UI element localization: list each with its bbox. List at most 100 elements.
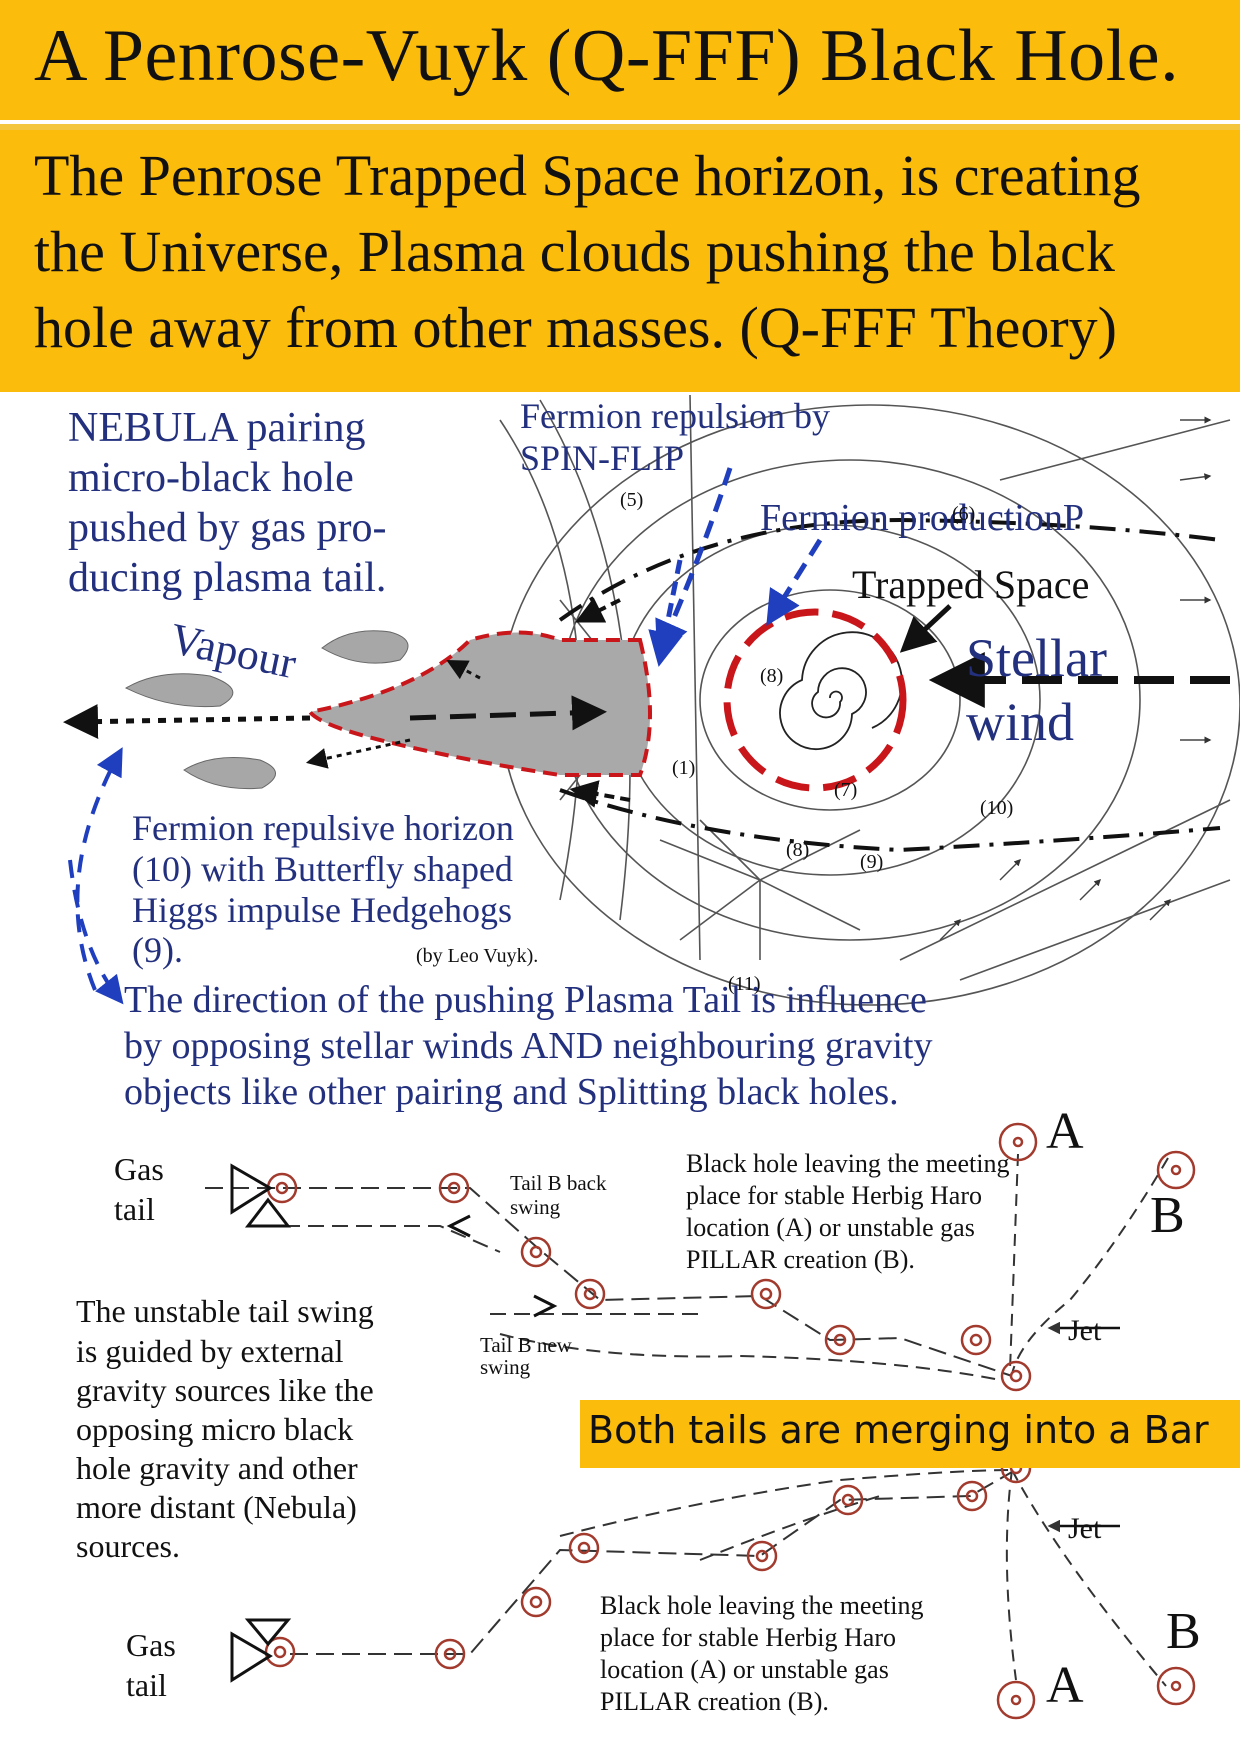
- gas-tail-bottom-line-2: tail: [126, 1667, 167, 1703]
- lower-inflow-arrow: [569, 780, 631, 808]
- black-hole-diagram: NEBULA pairing micro-black hole pushed b…: [63, 394, 1240, 1720]
- unstable-swing-text: The unstable tail swing is guided by ext…: [76, 1293, 374, 1564]
- nebula-line-1: NEBULA pairing: [68, 405, 365, 451]
- tail-b-back-line-1: Tail B back: [510, 1171, 607, 1195]
- direction-line-2: by opposing stellar winds AND neighbouri…: [124, 1025, 932, 1067]
- gas-clouds: [124, 630, 409, 790]
- fermion-production-arrow: [766, 538, 823, 626]
- unstable-line-1: The unstable tail swing: [76, 1293, 374, 1329]
- marker-6: (6): [952, 503, 975, 525]
- leaving-top-text: Black hole leaving the meeting place for…: [686, 1149, 1009, 1274]
- title-banner: A Penrose-Vuyk (Q-FFF) Black Hole.: [0, 0, 1240, 120]
- swing-blue-arrow-down: [68, 859, 124, 1005]
- vapour-lower-arrow: [305, 738, 411, 769]
- trapped-space-pointer: [899, 604, 952, 653]
- leaving-bottom-line-1: Black hole leaving the meeting: [600, 1591, 923, 1620]
- page-title: A Penrose-Vuyk (Q-FFF) Black Hole.: [34, 15, 1180, 97]
- swing-blue-arrow: [75, 747, 123, 991]
- side-blue-arrow: [648, 559, 683, 667]
- stellar-wind-line-2: wind: [966, 692, 1074, 752]
- unstable-line-3: gravity sources like the: [76, 1372, 374, 1408]
- leaving-bottom-line-4: PILLAR creation (B).: [600, 1687, 829, 1716]
- trapped-space-spiral: [779, 631, 903, 751]
- gas-tail-top-label: Gas tail: [114, 1151, 164, 1227]
- upper-boundary-line: [558, 517, 1221, 622]
- direction-line-3: objects like other pairing and Splitting…: [124, 1071, 899, 1113]
- label-b-top: B: [1150, 1187, 1185, 1244]
- label-a-bottom: A: [1046, 1657, 1084, 1714]
- jet-arrows: [1047, 1321, 1120, 1533]
- gas-tail-bottom-label: Gas tail: [126, 1627, 176, 1703]
- repulsive-horizon-text: Fermion repulsive horizon (10) with Butt…: [132, 808, 514, 970]
- leaving-top-line-1: Black hole leaving the meeting: [686, 1149, 1009, 1178]
- unstable-line-7: sources.: [76, 1528, 180, 1564]
- merging-callout: Both tails are merging into a Bar: [580, 1400, 1240, 1468]
- marker-7: (7): [834, 779, 857, 801]
- repulsive-line-1: Fermion repulsive horizon: [132, 808, 514, 848]
- credit-label: (by Leo Vuyk).: [416, 945, 538, 967]
- tail-b-new-label: Tail B new swing: [480, 1333, 573, 1379]
- upper-inflow-arrow: [574, 597, 621, 623]
- fermion-repulsion-label: Fermion repulsion by SPIN-FLIP: [520, 396, 830, 478]
- nebula-line-4: ducing plasma tail.: [68, 555, 386, 601]
- unstable-line-6: more distant (Nebula): [76, 1489, 357, 1525]
- fermion-production-label: Fermion productionP: [760, 497, 1084, 539]
- leaving-bottom-text: Black hole leaving the meeting place for…: [600, 1591, 923, 1716]
- gas-tail-triangles: [230, 1163, 558, 1683]
- unstable-line-4: opposing micro black: [76, 1411, 353, 1447]
- repulsive-line-4: (9).: [132, 930, 183, 970]
- trapped-space-horizon: [723, 608, 907, 792]
- unstable-line-5: hole gravity and other: [76, 1450, 358, 1486]
- direction-text: The direction of the pushing Plasma Tail…: [124, 979, 932, 1113]
- lower-boundary-line: [559, 788, 1221, 853]
- nebula-line-3: pushed by gas pro-: [68, 505, 386, 551]
- repulsive-line-2: (10) with Butterfly shaped: [132, 849, 513, 889]
- lower-swing-paths: [205, 1153, 1169, 1687]
- swing-markers: [264, 1122, 1196, 1720]
- marker-8a: (8): [760, 665, 783, 687]
- nebula-text: NEBULA pairing micro-black hole pushed b…: [68, 405, 386, 601]
- tail-b-new-line-2: swing: [480, 1355, 531, 1379]
- unstable-line-2: is guided by external: [76, 1333, 344, 1369]
- plasma-tail: [306, 630, 652, 777]
- gas-tail-top-line-1: Gas: [114, 1151, 164, 1187]
- subtitle-line-2: the Universe, Plasma clouds pushing the …: [34, 219, 1115, 284]
- stellar-wind-label: Stellar wind: [966, 628, 1107, 752]
- marker-10: (10): [980, 797, 1013, 819]
- label-a-top: A: [1046, 1103, 1084, 1160]
- subtitle-banner: The Penrose Trapped Space horizon, is cr…: [0, 124, 1240, 392]
- tail-center-arrow: [409, 695, 607, 731]
- jet-label-bottom: Jet: [1068, 1512, 1102, 1545]
- marker-1: (1): [672, 757, 695, 779]
- fermion-repulsion-line-1: Fermion repulsion by: [520, 396, 830, 436]
- spin-flip-arrow: [655, 467, 733, 657]
- leaving-top-line-2: place for stable Herbig Haro: [686, 1181, 982, 1210]
- field-markers: (5) (6) (8) (7) (10) (8) (9) (11) (1): [620, 489, 1013, 995]
- vapour-arrow: [63, 704, 311, 740]
- leaving-top-line-4: PILLAR creation (B).: [686, 1245, 915, 1274]
- trapped-space-label: Trapped Space: [852, 562, 1089, 607]
- subtitle-line-1: The Penrose Trapped Space horizon, is cr…: [34, 143, 1141, 208]
- tail-b-back-label: Tail B back swing: [510, 1171, 607, 1219]
- leaving-bottom-line-3: location (A) or unstable gas: [600, 1655, 889, 1684]
- tail-b-new-line-1: Tail B new: [480, 1333, 573, 1357]
- fermion-repulsion-line-2: SPIN-FLIP: [520, 438, 684, 478]
- subtitle-line-3: hole away from other masses. (Q-FFF Theo…: [34, 295, 1117, 360]
- repulsive-line-3: Higgs impulse Hedgehogs: [132, 890, 512, 930]
- stellar-wind-line-1: Stellar: [966, 628, 1107, 688]
- direction-line-1: The direction of the pushing Plasma Tail…: [124, 979, 927, 1021]
- field-arrows: [939, 416, 1212, 941]
- gas-tail-top-line-2: tail: [114, 1191, 155, 1227]
- jet-label-top: Jet: [1068, 1314, 1102, 1347]
- marker-5: (5): [620, 489, 643, 511]
- leaving-bottom-line-2: place for stable Herbig Haro: [600, 1623, 896, 1652]
- leaving-top-line-3: location (A) or unstable gas: [686, 1213, 975, 1242]
- label-b-bottom: B: [1166, 1603, 1201, 1660]
- marker-11: (11): [728, 973, 761, 995]
- marker-8b: (8): [786, 839, 809, 861]
- tail-b-back-line-2: swing: [510, 1195, 561, 1219]
- marker-9: (9): [860, 851, 883, 873]
- gas-tail-bottom-line-1: Gas: [126, 1627, 176, 1663]
- nebula-line-2: micro-black hole: [68, 455, 354, 501]
- merging-callout-text: Both tails are merging into a Bar: [588, 1408, 1209, 1452]
